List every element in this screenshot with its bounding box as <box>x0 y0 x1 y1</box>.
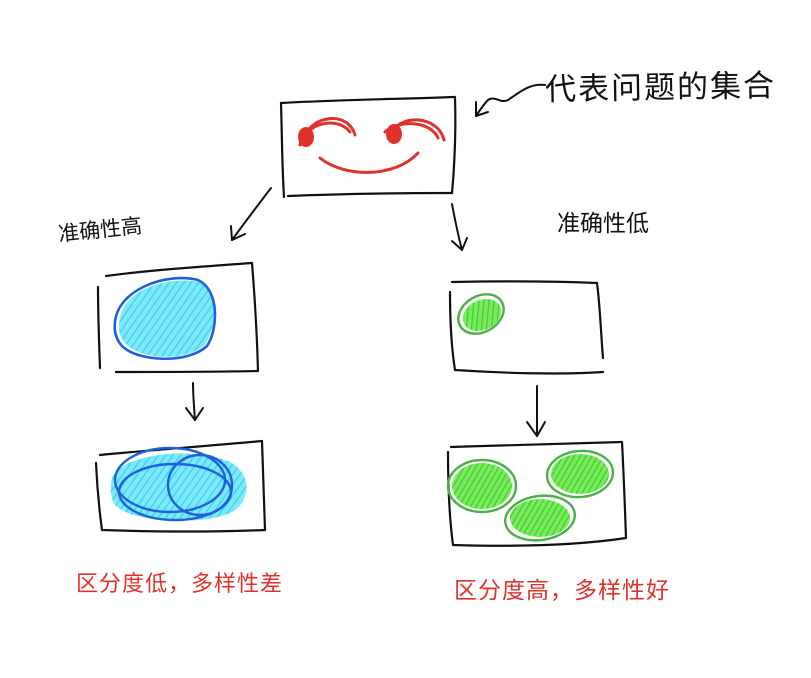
low-accuracy-label: 准确性低 <box>557 211 649 237</box>
low-accuracy-box <box>448 280 605 375</box>
problem-set-box <box>279 95 457 199</box>
low-diversity-box <box>94 439 267 533</box>
high-discrimination-caption: 区分度高，多样性好 <box>454 578 670 604</box>
low-accuracy-coverage <box>457 293 505 335</box>
label-pointer-arrow <box>475 83 546 117</box>
high-accuracy-coverage <box>113 276 217 361</box>
low-discrimination-caption: 区分度低，多样性差 <box>76 572 284 597</box>
high-accuracy-box <box>96 261 260 374</box>
high-diversity-box <box>446 440 628 547</box>
problem-set-label: 代表问题的集合 <box>544 67 777 109</box>
arrow-left-down <box>185 382 204 421</box>
high-diversity-coverage <box>446 449 615 542</box>
arrow-right-down <box>526 385 546 437</box>
smiley-face-icon <box>298 117 446 174</box>
low-diversity-coverage <box>110 446 247 522</box>
arrow-to-left-branch <box>230 187 272 241</box>
arrow-to-right-branch <box>451 203 468 251</box>
